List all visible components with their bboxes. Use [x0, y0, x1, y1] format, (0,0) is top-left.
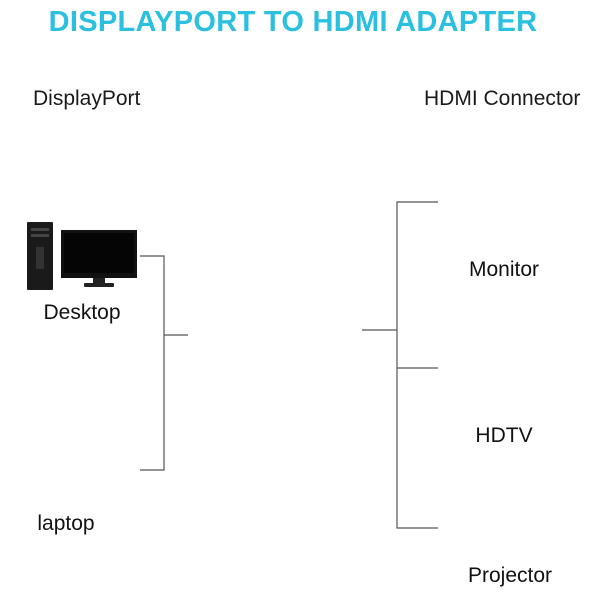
output-label-monitor: Monitor — [468, 258, 540, 281]
left-header: DisplayPort — [33, 87, 141, 110]
left-line-desktop — [140, 255, 165, 471]
source-label-laptop: laptop — [37, 512, 95, 535]
page-title: DISPLAYPORT TO HDMI ADAPTER — [48, 6, 538, 38]
connection-lines — [140, 201, 438, 529]
source-label-desktop: Desktop — [43, 301, 121, 324]
output-label-projector: Projector — [467, 564, 553, 587]
desktop-computer-icon — [27, 222, 137, 290]
right-line-trunk — [396, 201, 438, 529]
right-header: HDMI Connector — [424, 87, 581, 110]
output-label-hdtv: HDTV — [475, 424, 533, 447]
